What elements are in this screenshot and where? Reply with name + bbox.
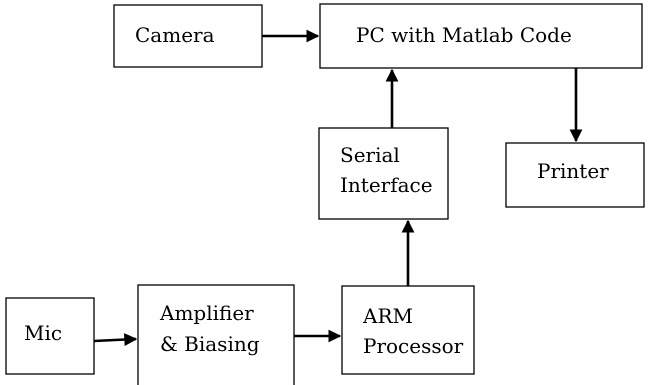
- pc-label: PC with Matlab Code: [356, 23, 572, 47]
- mic-block: Mic: [5, 297, 95, 375]
- amplifier-block: Amplifier & Biasing: [137, 284, 295, 385]
- arrow-mic-to-amplifier: [93, 333, 138, 347]
- camera-block: Camera: [113, 4, 263, 68]
- arm-processor-block: ARM Processor: [341, 285, 475, 375]
- pc-block: PC with Matlab Code: [319, 3, 643, 69]
- printer-block: Printer: [505, 142, 645, 208]
- mic-label: Mic: [24, 321, 62, 345]
- serial-label-line2: Interface: [340, 173, 433, 197]
- arm-label-line2: Processor: [363, 334, 464, 358]
- amplifier-label-line2: & Biasing: [160, 332, 260, 356]
- amplifier-label-line1: Amplifier: [159, 301, 254, 325]
- serial-interface-block: Serial Interface: [318, 127, 449, 220]
- serial-label-line1: Serial: [340, 143, 400, 167]
- arm-label-line1: ARM: [362, 304, 413, 328]
- printer-label: Printer: [537, 159, 609, 183]
- camera-label: Camera: [135, 23, 215, 47]
